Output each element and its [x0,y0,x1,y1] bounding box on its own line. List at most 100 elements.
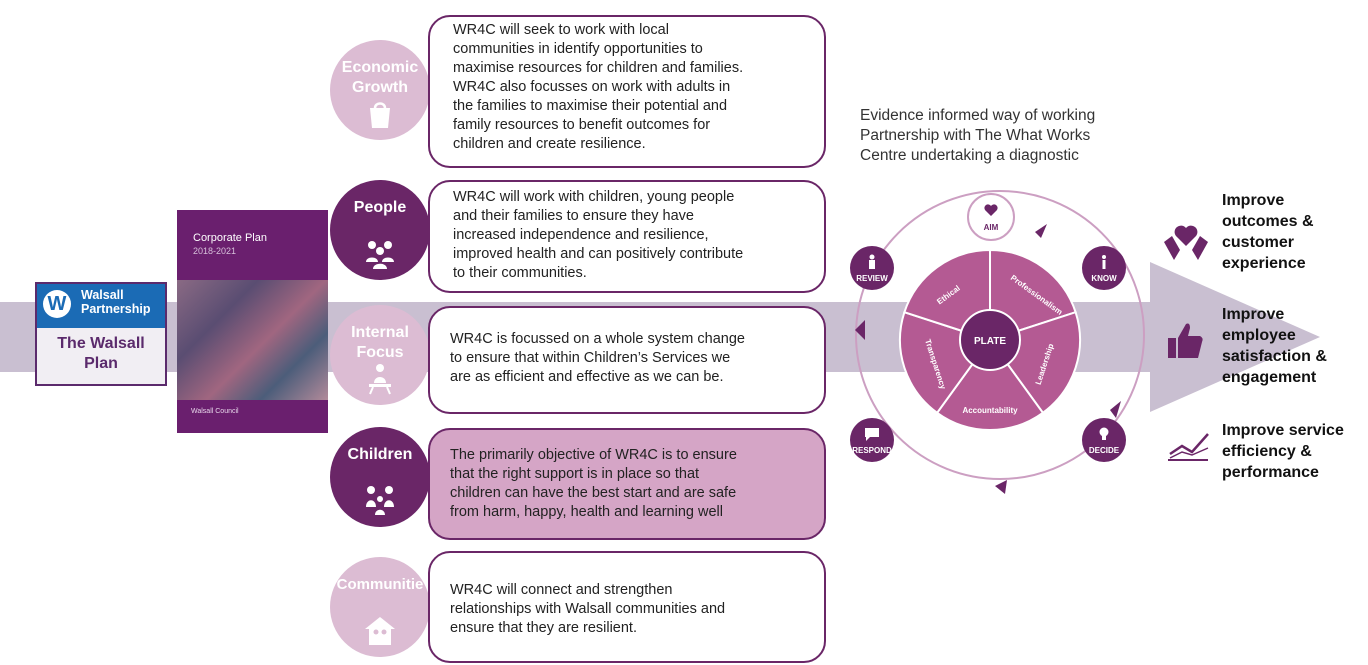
cycle-node-respond: RESPOND [850,418,894,462]
text-line: maximise resources for children and fami… [453,60,744,76]
theme-label: Children [347,446,413,463]
theme-text-economic-growth: WR4C will seek to work with local commun… [428,15,826,168]
text-line: and their families to ensure they have [453,208,694,224]
book-years: 2018-2021 [193,246,237,256]
cycle-ring [855,190,1145,480]
cycle-node-review: REVIEW [850,246,894,290]
theme-label: People [353,199,407,216]
outcome-customer: Improve outcomes & customer experience [1222,190,1314,274]
theme-circle-communities: Communitie [330,557,430,657]
outcome-line: Improve [1222,306,1285,323]
theme-circle-internal-focus: Internal Focus [330,305,430,405]
text-line: that the right support is in place so th… [450,466,700,482]
person-icon [869,254,875,269]
text-line: are as efficient and effective as we can… [450,369,724,385]
text-line: WR4C is focussed on a whole system chang… [450,331,745,347]
text-line: increased independence and resilience, [453,227,709,243]
trend-chart-icon [1168,433,1209,461]
lightbulb-icon [1099,427,1109,440]
outcome-employee: Improve employee satisfaction & engageme… [1222,304,1327,388]
walsall-plan-label: The Walsall Plan [37,334,165,374]
segment-label-accountability: Accountability [962,406,1018,415]
outcome-service: Improve service efficiency & performance [1222,420,1344,483]
plan-label-line2: Plan [84,355,118,372]
outcome-line: efficiency & [1222,443,1312,460]
speech-bubble-icon [865,428,879,441]
cycle-node-aim: AIM [967,193,1015,241]
theme-label: Communitie [336,576,424,593]
cycle-node-decide: DECIDE [1082,418,1126,462]
theme-circle-economic-growth: Economic Growth [330,40,430,140]
outcome-line: outcomes & [1222,213,1314,230]
cycle-arrows [855,224,1121,494]
outcome-line: performance [1222,464,1319,481]
logo-line2: Partnership [81,302,151,316]
text-line: to their communities. [453,265,587,281]
book-photo-collage [177,280,328,400]
outcome-line: satisfaction & [1222,348,1327,365]
node-label: REVIEW [856,274,888,283]
node-label: KNOW [1091,274,1117,283]
walsall-partnership-logo: W Walsall Partnership [37,284,165,328]
outcome-line: Improve [1222,192,1285,209]
text-line: family resources to benefit outcomes for [453,117,711,133]
text-line: WR4C also focusses on work with adults i… [453,79,731,95]
text-line: relationships with Walsall communities a… [450,601,726,617]
theme-label-line1: Economic [341,59,419,76]
info-icon [1102,255,1106,269]
wheel-segment-professionalism [989,248,1077,342]
text-line: from harm, happy, health and learning we… [450,504,723,520]
thumbs-up-icon [1168,323,1203,358]
outcome-line: engagement [1222,369,1317,386]
plate-wheel: PLATE Professionalism Leadership Account… [899,248,1081,431]
theme-text-communities: WR4C will connect and strengthen relatio… [428,551,826,663]
outcome-line: employee [1222,327,1296,344]
book-footer-logo: Walsall Council [191,408,239,415]
text-line: the families to maximise their potential… [453,98,728,114]
evidence-line1: Evidence informed way of working [860,107,1096,124]
evidence-line3: Centre undertaking a diagnostic [860,147,1079,164]
theme-text-children: The primarily objective of WR4C is to en… [428,428,826,540]
text-line: WR4C will seek to work with local [453,22,669,38]
text-line: The primarily objective of WR4C is to en… [450,447,737,463]
text-line: WR4C will work with children, young peop… [453,189,735,205]
background-arrowhead [1150,262,1320,412]
text-line: to ensure that within Children’s Service… [450,350,731,366]
house-icon [365,617,395,645]
text-line: WR4C will connect and strengthen [450,582,673,598]
theme-label-line2: Growth [352,79,408,96]
theme-text-internal-focus: WR4C is focussed on a whole system chang… [428,306,826,414]
cycle-node-know: KNOW [1082,246,1126,290]
theme-circle-children: Children [330,427,430,527]
text-line: ensure that they are resilient. [450,620,637,636]
node-label: RESPOND [852,446,892,455]
heart-hands-icon [1164,225,1208,260]
logo-line1: Walsall [81,288,124,302]
outcome-line: Improve service [1222,422,1344,439]
book-title: Corporate Plan [193,232,267,244]
node-label: AIM [983,223,999,232]
corporate-plan-cover: Corporate Plan 2018-2021 Walsall Council [177,210,328,433]
outcome-line: experience [1222,255,1306,272]
walsall-w-icon: W [43,290,71,318]
text-line: communities in identify opportunities to [453,41,703,57]
wheel-center [959,309,1021,371]
text-line: children can have the best start and are… [450,485,737,501]
text-line: improved health and can positively contr… [453,246,744,262]
text-line: children and create resilience. [453,136,646,152]
plan-label-line1: The Walsall [57,335,145,352]
shopping-bag-icon [370,102,390,128]
people-group-icon [366,241,394,269]
walsall-plan-box: W Walsall Partnership The Walsall Plan [35,282,167,386]
theme-label-line2: Focus [356,344,404,361]
person-at-desk-icon [369,364,391,395]
theme-circle-people: People [330,180,430,280]
theme-label-line1: Internal [351,324,409,341]
evidence-text: Evidence informed way of working Partner… [860,106,1160,166]
heart-hands-icon [984,204,998,216]
wheel-center-label: PLATE [974,336,1006,347]
outcome-line: customer [1222,234,1295,251]
wheel-segment-accountability [935,338,1045,431]
theme-text-people: WR4C will work with children, young peop… [428,180,826,293]
node-label: DECIDE [1088,446,1120,455]
